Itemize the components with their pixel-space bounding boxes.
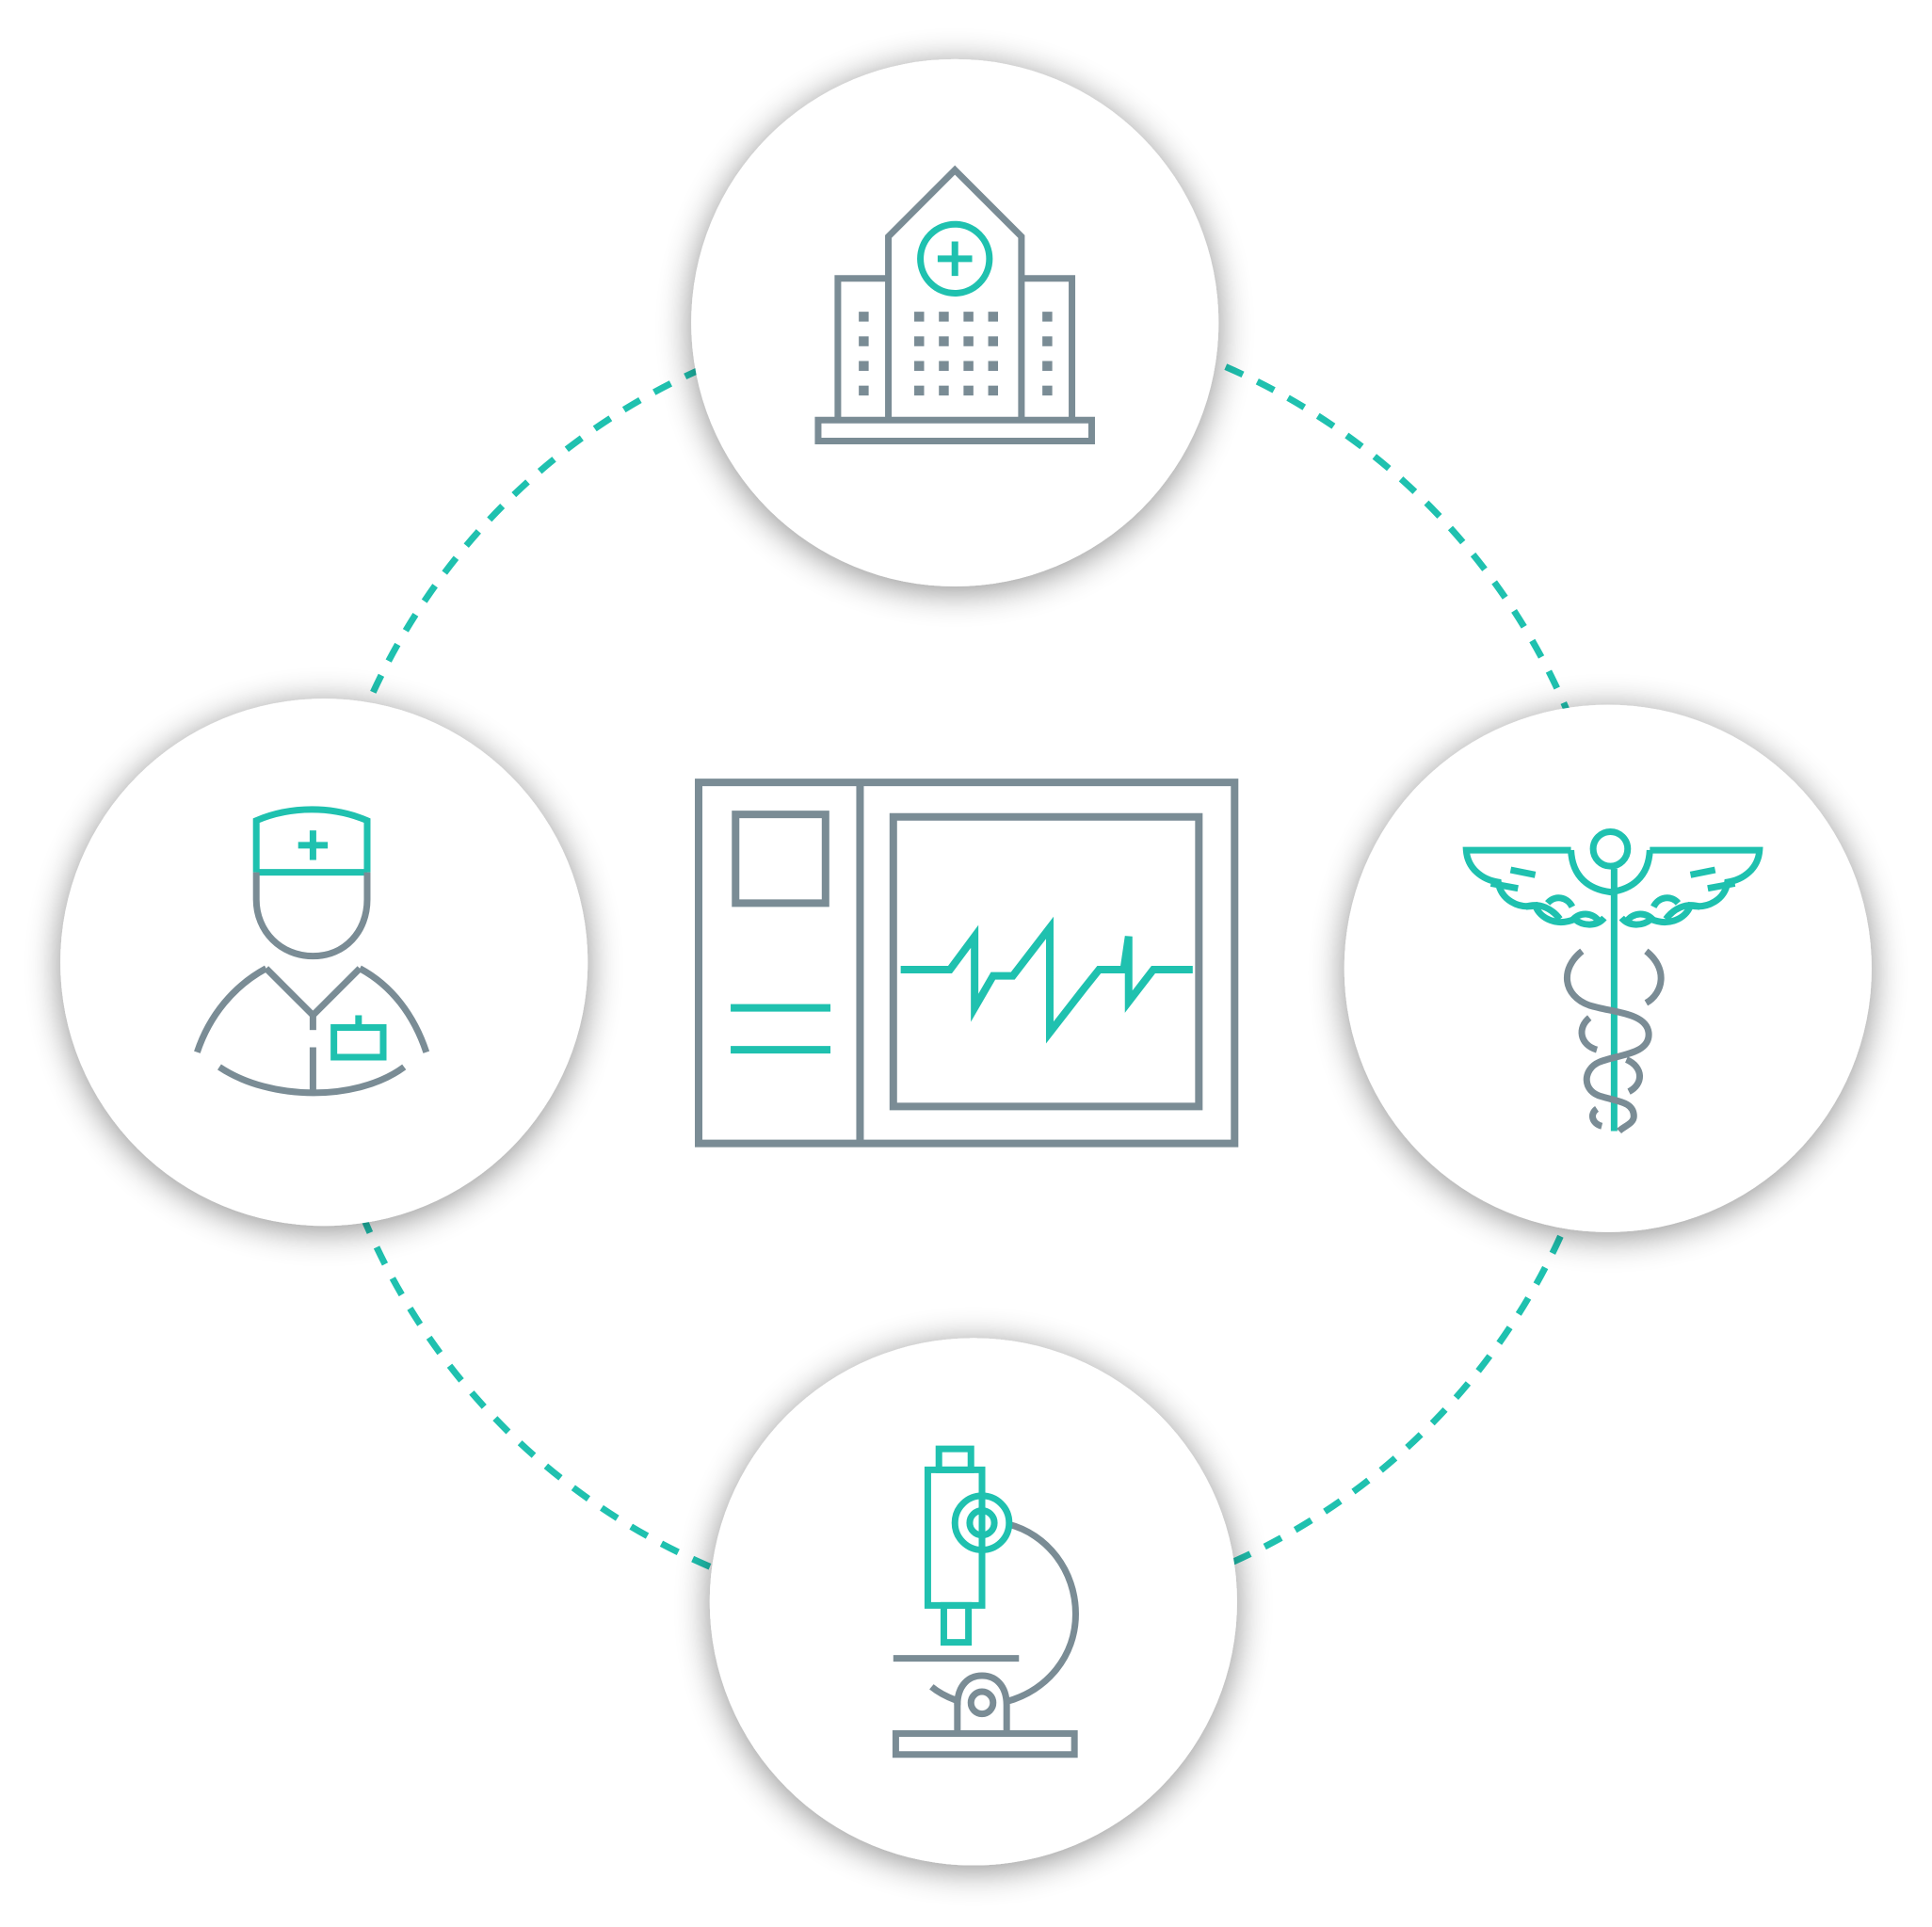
hospital-windows (859, 312, 1053, 396)
patient-monitor-icon (699, 782, 1234, 1143)
node-bottom (709, 1338, 1237, 1866)
hospital-building-icon (818, 170, 1092, 442)
node-right (1344, 704, 1872, 1232)
microscope-icon (894, 1449, 1076, 1755)
caduceus-icon (1466, 831, 1759, 1131)
node-left (60, 699, 588, 1227)
node-top (691, 58, 1219, 586)
doctor-icon (197, 810, 426, 1094)
